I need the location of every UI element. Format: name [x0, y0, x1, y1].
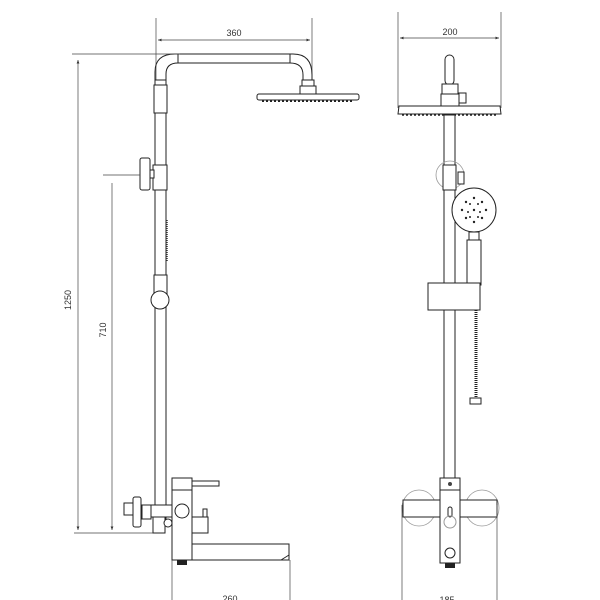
- height-adjust-knob: [139, 157, 151, 191]
- dimension-head-diameter: 200: [397, 12, 502, 108]
- dimension-mixer-width: 185: [401, 505, 498, 600]
- rain-shower-head: [256, 93, 360, 101]
- dimension-label-260: 260: [222, 594, 237, 600]
- spray-nozzles: [460, 196, 488, 224]
- dimension-arm-width: 360: [155, 18, 313, 80]
- side-view: 360 1250 710: [63, 18, 360, 600]
- head-connector: [301, 79, 315, 87]
- front-view: 200: [397, 12, 502, 600]
- dimension-label-1250: 1250: [63, 290, 73, 310]
- handshower-handle: [466, 239, 482, 286]
- handshower-holder-front: [427, 282, 481, 311]
- bath-mixer-side: [123, 477, 290, 565]
- mixer-lever: [191, 480, 220, 487]
- bath-mixer-front: [401, 477, 500, 568]
- dimension-mixer-height: 710: [98, 183, 114, 530]
- dimension-label-200: 200: [442, 27, 457, 37]
- dimension-label-710: 710: [98, 322, 108, 337]
- spout: [191, 543, 290, 561]
- dimension-label-360: 360: [226, 28, 241, 38]
- dimension-total-height: 1250: [63, 53, 180, 534]
- handshower-holder: [150, 290, 170, 310]
- rain-shower-head-front: [397, 105, 502, 115]
- dimension-label-185: 185: [439, 595, 454, 600]
- dimension-spout-length: 260: [171, 560, 291, 600]
